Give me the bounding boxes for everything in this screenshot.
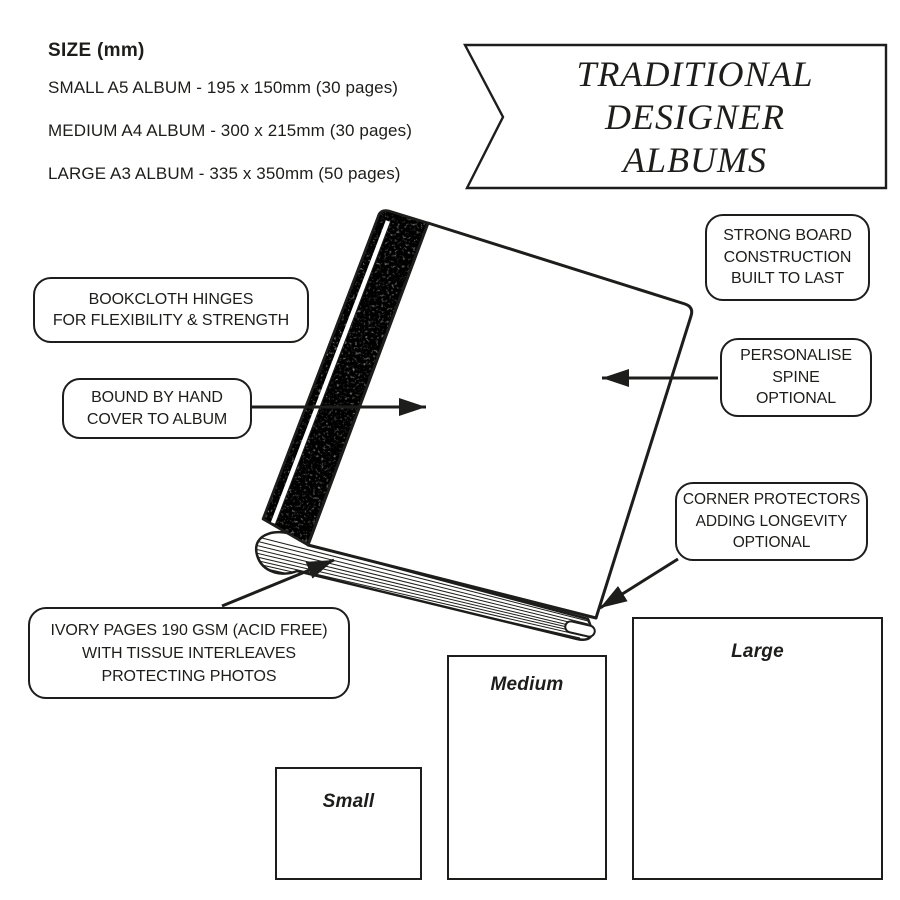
size-box-label: Medium <box>490 674 564 695</box>
size-line-large: LARGE A3 ALBUM - 335 x 350mm (50 pages) <box>48 164 401 183</box>
size-box-small: Small <box>275 767 422 880</box>
banner-line: DESIGNER <box>605 96 785 137</box>
banner-title: TRADITIONAL DESIGNER ALBUMS <box>503 48 887 186</box>
callout-line: STRONG BOARD <box>723 227 852 245</box>
page-block-tip <box>564 620 596 638</box>
size-box-medium: Medium <box>447 655 607 880</box>
callout-line: OPTIONAL <box>755 390 837 408</box>
callout-bookcloth-hinges: BOOKCLOTH HINGES FOR FLEXIBILITY & STREN… <box>33 277 309 343</box>
spine-hinge-groove <box>270 220 391 524</box>
banner-ribbon-shape <box>463 43 888 190</box>
size-box-large: Large <box>632 617 883 880</box>
callout-line: CORNER PROTECTORS <box>682 491 861 509</box>
ivory-pages-arrow <box>221 558 335 608</box>
callout-bound-by-hand: BOUND BY HAND COVER TO ALBUM <box>62 378 252 439</box>
callout-line: PROTECTING PHOTOS <box>101 667 277 685</box>
callout-line: IVORY PAGES 190 GSM (ACID FREE) <box>50 621 328 639</box>
callout-line: BOUND BY HAND <box>91 389 223 406</box>
corner-protectors-arrow <box>599 557 679 610</box>
size-heading: SIZE (mm) <box>48 40 145 61</box>
callout-ivory-pages: IVORY PAGES 190 GSM (ACID FREE) WITH TIS… <box>28 607 350 699</box>
callout-line: SPINE <box>772 368 820 386</box>
callout-line: WITH TISSUE INTERLEAVES <box>81 644 297 662</box>
callout-personalise-spine: PERSONALISE SPINE OPTIONAL <box>720 338 872 417</box>
size-line-medium: MEDIUM A4 ALBUM - 300 x 215mm (30 pages) <box>48 121 412 140</box>
callout-line: BUILT TO LAST <box>730 270 845 288</box>
callout-line: COVER TO ALBUM <box>86 410 228 428</box>
size-box-label: Large <box>731 641 784 662</box>
callout-corner-protectors: CORNER PROTECTORS ADDING LONGEVITY OPTIO… <box>675 482 868 561</box>
album-front-cover <box>306 221 694 620</box>
banner-line: TRADITIONAL <box>576 53 814 94</box>
callout-line: CONSTRUCTION <box>723 248 852 266</box>
callout-strong-board: STRONG BOARD CONSTRUCTION BUILT TO LAST <box>705 214 870 301</box>
callout-line: BOOKCLOTH HINGES <box>88 290 254 308</box>
size-line-small: SMALL A5 ALBUM - 195 x 150mm (30 pages) <box>48 78 399 97</box>
callout-line: OPTIONAL <box>732 534 811 552</box>
size-box-label: Small <box>322 791 375 812</box>
banner-line: ALBUMS <box>623 139 767 180</box>
callout-line: FOR FLEXIBILITY & STRENGTH <box>52 312 290 329</box>
callout-line: ADDING LONGEVITY <box>695 512 848 530</box>
callout-line: PERSONALISE <box>740 347 852 365</box>
